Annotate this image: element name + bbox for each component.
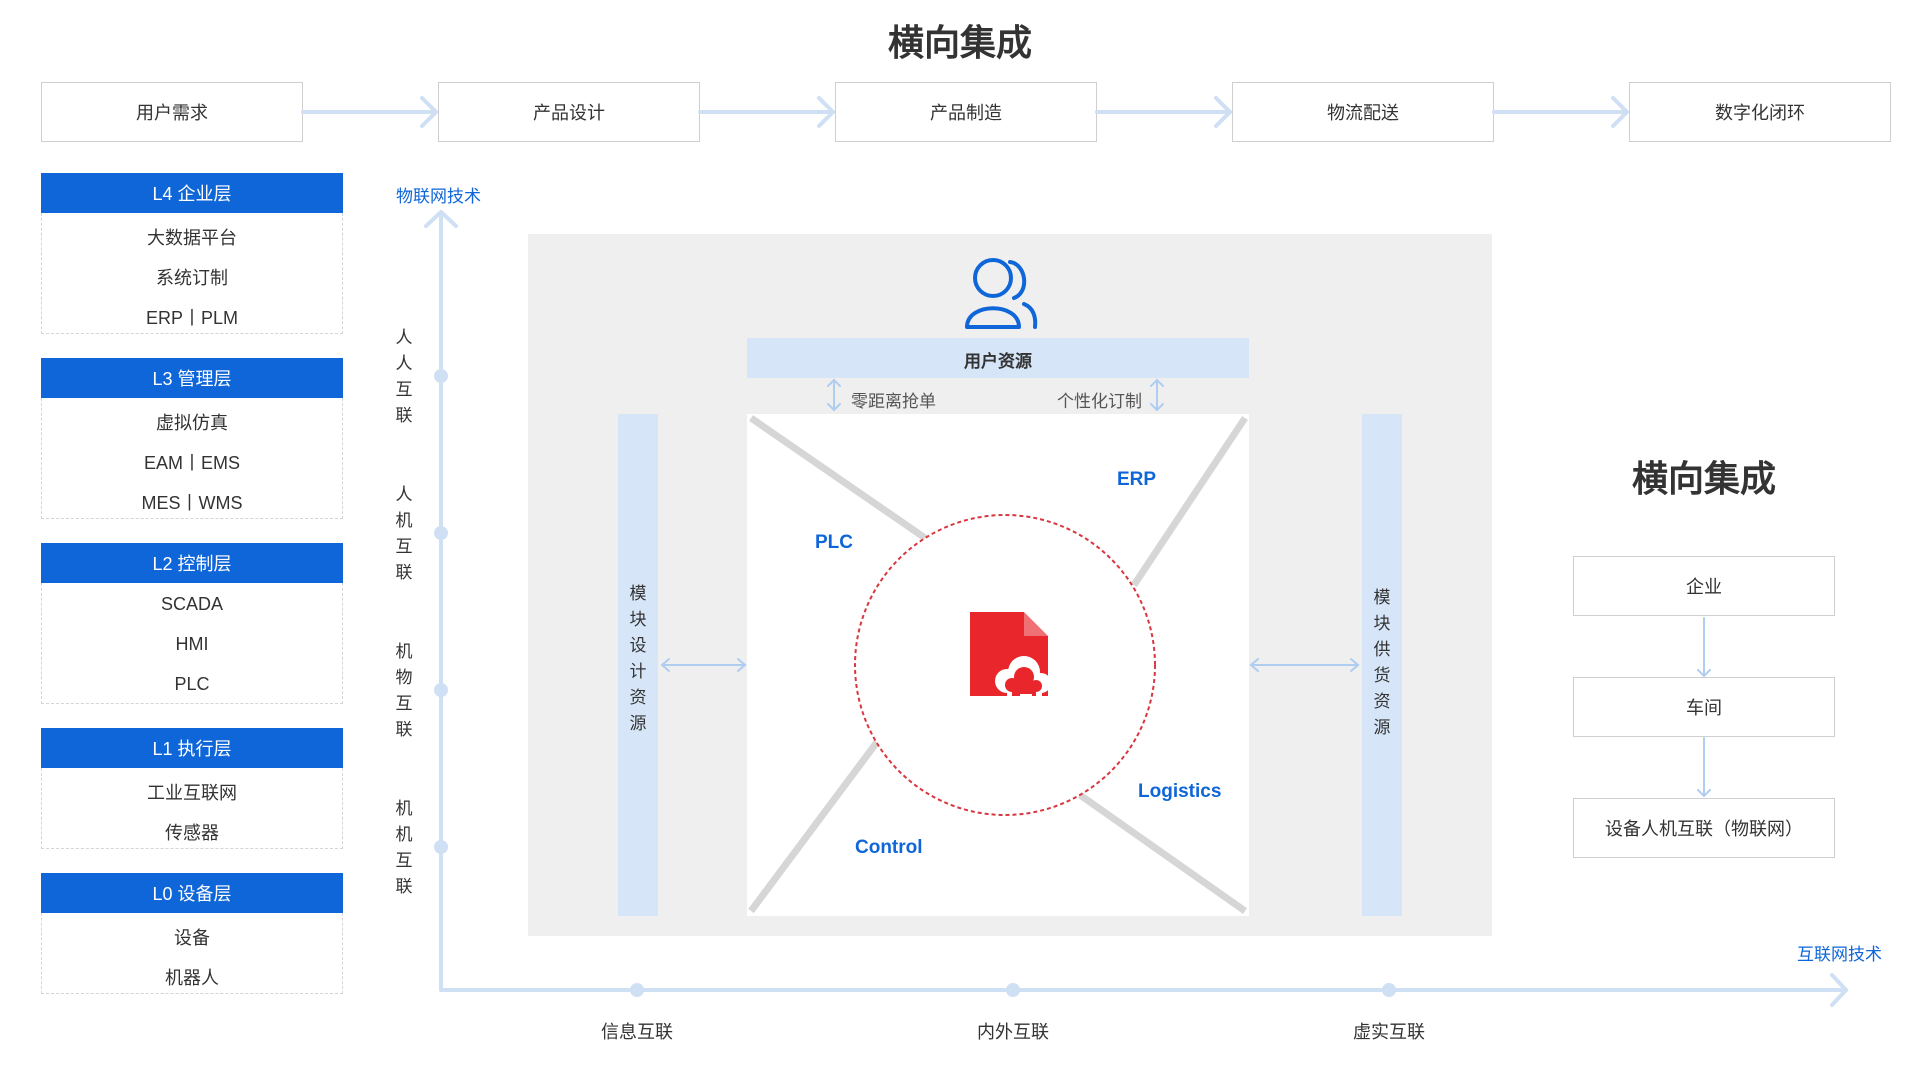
layer-l3-header: L3 管理层 — [41, 358, 343, 398]
y-label-machine-thing: 机物互联 — [395, 642, 413, 739]
flow-arrowhead-1 — [420, 96, 438, 128]
y-axis-arrowhead — [424, 210, 458, 228]
right-title: 横向集成 — [1631, 458, 1776, 499]
page-title: 横向集成 — [887, 22, 1032, 63]
custom-label: 个性化订制 — [1057, 392, 1142, 411]
diagonal-logistics — [1077, 792, 1248, 914]
diagonal-control — [748, 735, 883, 914]
layer-l0-item: 机器人 — [165, 968, 219, 988]
right-box-workshop: 车间 — [1573, 677, 1835, 737]
y-axis-dot-3 — [434, 683, 448, 697]
module-design-label: 模块设计资源 — [629, 584, 647, 733]
x-axis-dot-1 — [630, 983, 644, 997]
layer-l2-item: SCADA — [160, 594, 223, 614]
layer-l0-header: L0 设备层 — [41, 873, 343, 913]
layer-l2-item: PLC — [174, 674, 210, 694]
flow-box-digital-loop: 数字化闭环 — [1629, 82, 1891, 142]
flow-box-manufacturing: 产品制造 — [835, 82, 1097, 142]
layer-l3-item: MES丨WMS — [141, 493, 243, 513]
layer-l0-body: 设备 机器人 — [41, 913, 343, 994]
zero-distance-label: 零距离抢单 — [851, 392, 936, 411]
x-axis-title: 互联网技术 — [1797, 945, 1882, 964]
y-axis-dot-2 — [434, 526, 448, 540]
user-resource-bar — [747, 338, 1249, 378]
erp-label: ERP — [1117, 469, 1157, 490]
module-design-bar — [618, 414, 658, 916]
layer-l4-item: 大数据平台 — [147, 228, 237, 248]
control-label: Control — [855, 837, 923, 858]
flow-arrowhead-2 — [817, 96, 835, 128]
diagonal-erp — [1131, 416, 1248, 587]
layer-l1-item: 工业互联网 — [147, 783, 237, 803]
y-label-people: 人人互联 — [395, 328, 413, 425]
layer-l3-body: 虚拟仿真 EAM丨EMS MES丨WMS — [41, 398, 343, 519]
x-label-virtual-real: 虚实互联 — [1353, 1022, 1425, 1042]
logistics-label: Logistics — [1138, 781, 1222, 802]
layer-l4-header: L4 企业层 — [41, 173, 343, 213]
layer-l1-body: 工业互联网 传感器 — [41, 768, 343, 849]
right-box-device-iot: 设备人机互联（物联网） — [1573, 798, 1835, 858]
layer-l1-item: 传感器 — [165, 823, 219, 843]
user-resource-label: 用户资源 — [964, 352, 1032, 371]
layer-l4-item: ERP丨PLM — [145, 308, 239, 328]
y-axis-title: 物联网技术 — [396, 187, 481, 206]
right-box-enterprise: 企业 — [1573, 556, 1835, 616]
flow-arrowhead-4 — [1611, 96, 1629, 128]
layer-l3-item: EAM丨EMS — [143, 453, 240, 473]
x-axis-dot-3 — [1382, 983, 1396, 997]
diagonal-plc — [749, 415, 927, 541]
flow-arrowhead-3 — [1214, 96, 1232, 128]
layer-l4-item: 系统订制 — [156, 268, 228, 288]
layer-l1-header: L1 执行层 — [41, 728, 343, 768]
layer-l0-item: 设备 — [174, 928, 210, 948]
layer-l4-body: 大数据平台 系统订制 ERP丨PLM — [41, 213, 343, 334]
module-supply-label: 模块供货资源 — [1373, 588, 1391, 737]
y-axis-dot-4 — [434, 840, 448, 854]
x-label-internal-external: 内外互联 — [977, 1022, 1049, 1042]
x-axis-dot-2 — [1006, 983, 1020, 997]
users-icon — [965, 258, 1038, 329]
layer-l2-item: HMI — [175, 634, 209, 654]
layer-l3-item: 虚拟仿真 — [156, 413, 228, 433]
y-label-people-machine: 人机互联 — [395, 485, 413, 582]
layer-l2-header: L2 控制层 — [41, 543, 343, 583]
plc-label: PLC — [815, 532, 853, 553]
y-axis-dot-1 — [434, 369, 448, 383]
module-supply-bar — [1362, 414, 1402, 916]
x-label-info: 信息互联 — [601, 1022, 673, 1042]
x-axis-arrowhead — [1830, 973, 1848, 1007]
flow-box-user-demand: 用户需求 — [41, 82, 303, 142]
layer-l2-body: SCADA HMI PLC — [41, 583, 343, 704]
cloud-document-icon — [970, 612, 1051, 700]
y-label-machine-machine: 机机互联 — [395, 799, 413, 896]
